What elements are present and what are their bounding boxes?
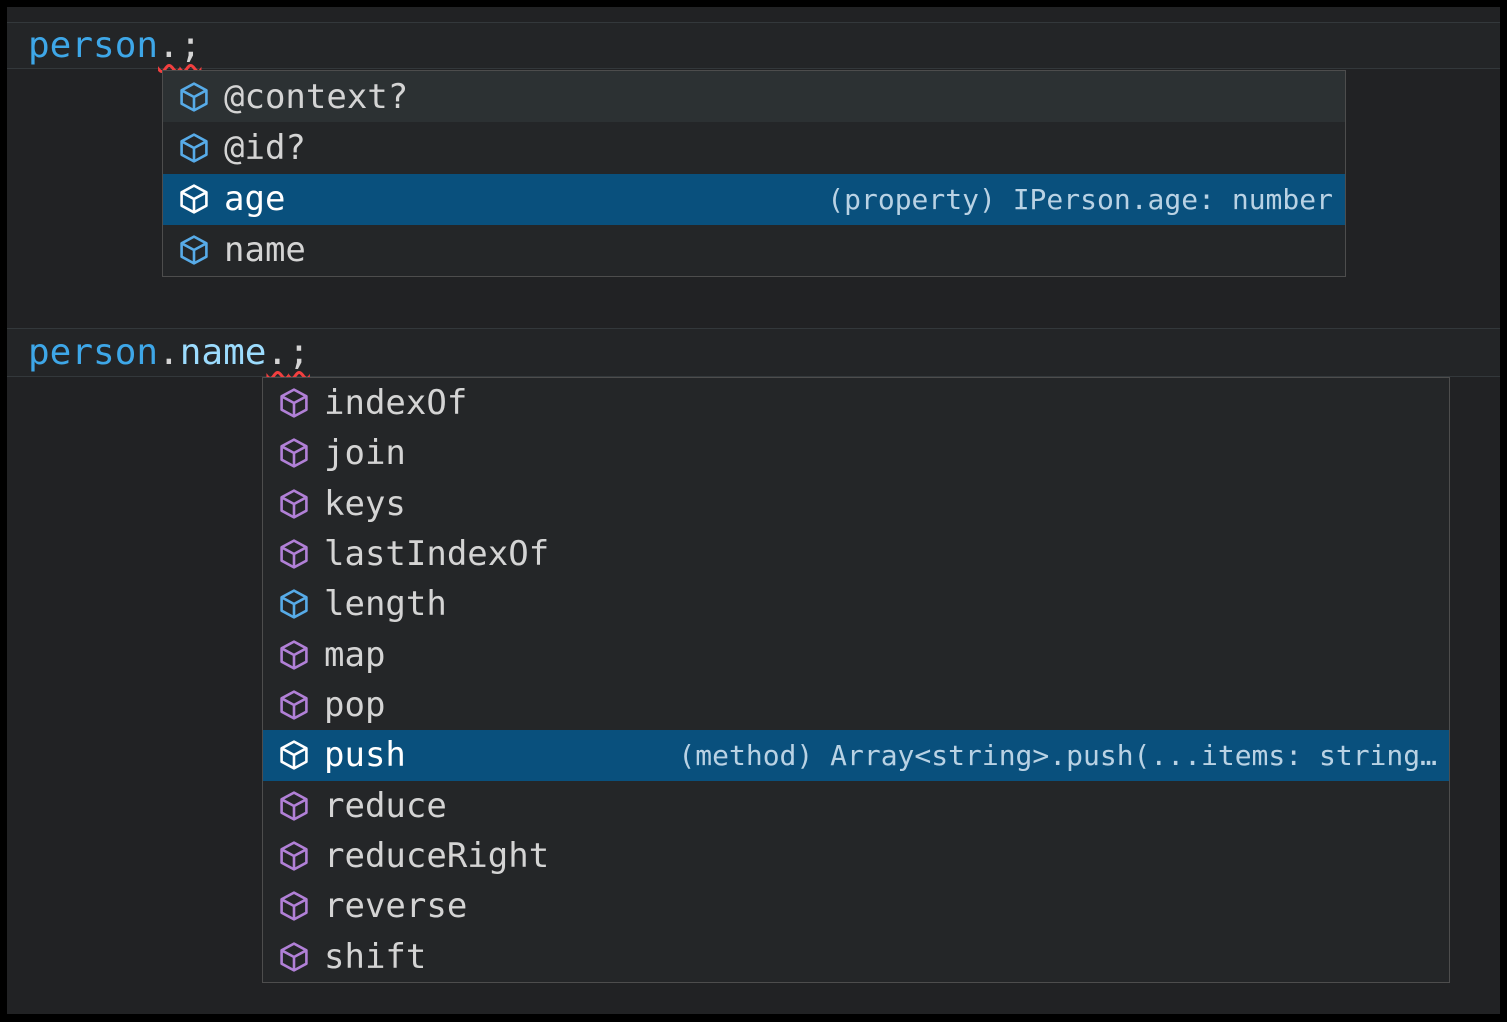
suggestion-label: age xyxy=(224,179,286,220)
suggest-widget-person: @context? @id? age (property) IPerson.age: … xyxy=(162,70,1346,277)
suggestion-item-lastindexof[interactable]: lastIndexOf xyxy=(263,529,1449,579)
suggestion-item-reduceright[interactable]: reduceRight xyxy=(263,831,1449,881)
current-line-highlight-1: person.; xyxy=(7,22,1500,69)
suggestion-label: reduce xyxy=(324,785,447,826)
field-icon xyxy=(177,233,211,267)
code-token: ; xyxy=(288,332,310,373)
suggestion-item-join[interactable]: join xyxy=(263,428,1449,478)
suggestion-item-context[interactable]: @context? xyxy=(163,71,1345,123)
method-icon xyxy=(277,638,311,672)
method-icon xyxy=(277,487,311,521)
method-icon xyxy=(277,839,311,873)
suggestion-item-id[interactable]: @id? xyxy=(163,122,1345,173)
editor-area[interactable]: person.; @context? @id? age (property) IPer… xyxy=(7,7,1500,1014)
suggestion-item-keys[interactable]: keys xyxy=(263,479,1449,529)
method-icon xyxy=(277,688,311,722)
suggestion-label: indexOf xyxy=(324,383,468,424)
suggestion-label: pop xyxy=(324,685,386,726)
suggestion-item-reverse[interactable]: reverse xyxy=(263,881,1449,931)
suggestion-item-push[interactable]: push (method) Array<string>.push(...items… xyxy=(263,730,1449,781)
field-icon xyxy=(177,182,211,216)
code-token: ; xyxy=(179,25,202,66)
suggestion-label: push xyxy=(324,735,406,776)
suggestion-label: keys xyxy=(324,483,406,524)
suggestion-label: lastIndexOf xyxy=(324,534,550,575)
suggestion-detail: (property) IPerson.age: number xyxy=(827,182,1333,216)
suggestion-label: reverse xyxy=(324,886,468,927)
suggestion-item-age[interactable]: age (property) IPerson.age: number xyxy=(163,173,1345,225)
field-icon xyxy=(177,131,211,165)
suggestion-label: shift xyxy=(324,936,427,977)
method-icon xyxy=(277,386,311,420)
current-line-highlight-2: person.name.; xyxy=(7,328,1500,377)
method-icon xyxy=(277,738,311,772)
method-icon xyxy=(277,889,311,923)
method-icon xyxy=(277,436,311,470)
suggestion-item-pop[interactable]: pop xyxy=(263,680,1449,730)
code-token: . xyxy=(158,25,180,66)
method-icon xyxy=(277,537,311,571)
suggestion-item-length[interactable]: length xyxy=(263,579,1449,629)
code-token: name xyxy=(179,332,267,373)
code-token: person xyxy=(28,25,159,66)
suggestion-label: name xyxy=(224,230,306,271)
method-icon xyxy=(277,789,311,823)
suggestion-item-name[interactable]: name xyxy=(163,225,1345,276)
suggestion-item-map[interactable]: map xyxy=(263,630,1449,680)
suggestion-item-shift[interactable]: shift xyxy=(263,932,1449,982)
suggestion-label: reduceRight xyxy=(324,836,550,877)
suggestion-item-indexof[interactable]: indexOf xyxy=(263,378,1449,428)
suggestion-item-reduce[interactable]: reduce xyxy=(263,781,1449,831)
suggestion-label: join xyxy=(324,433,406,474)
field-icon xyxy=(177,80,211,114)
code-line-person-name[interactable]: person.name.; xyxy=(7,332,310,373)
code-token: . xyxy=(266,332,289,373)
suggestion-label: length xyxy=(324,584,447,625)
suggestion-label: map xyxy=(324,634,386,675)
method-icon xyxy=(277,940,311,974)
suggestion-detail: (method) Array<string>.push(...items: st… xyxy=(678,738,1437,772)
code-line-person[interactable]: person.; xyxy=(7,25,201,66)
code-token: . xyxy=(158,332,180,373)
code-token: person xyxy=(28,332,159,373)
suggestion-label: @context? xyxy=(224,76,409,117)
suggestion-label: @id? xyxy=(224,127,306,168)
field-icon xyxy=(277,587,311,621)
